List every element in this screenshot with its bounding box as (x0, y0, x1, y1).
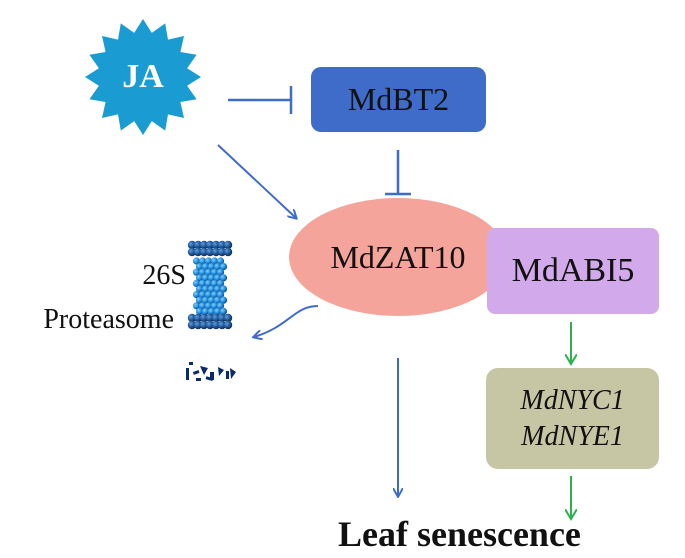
mdbt2-node: MdBT2 (311, 67, 486, 132)
proteasome-subunit (207, 274, 216, 282)
proteasome-subunit (205, 313, 215, 323)
proteasome-subunit (216, 257, 225, 265)
proteasome-subunit (199, 240, 209, 250)
proteasome-subunit (223, 240, 233, 250)
proteasome-subunit (193, 240, 203, 250)
proteasome-subunit (207, 307, 216, 315)
proteasome-subunit (201, 307, 210, 315)
mdbt2-label: MdBT2 (347, 81, 450, 117)
proteasome-label-line2: Proteasome (43, 304, 174, 335)
proteasome-subunit (192, 279, 201, 287)
proteasome-subunit (210, 257, 219, 265)
proteasome-subunit (193, 247, 203, 257)
proteasome-subunit (201, 274, 210, 282)
mdabi5-node: MdABI5 (487, 228, 659, 314)
proteasome-subunit (213, 274, 222, 282)
proteasome-subunit (223, 313, 233, 323)
proteasome-subunit (201, 263, 210, 271)
proteasome-subunit (205, 247, 215, 257)
proteasome-subunit (210, 268, 219, 276)
proteasome-subunit (210, 291, 219, 299)
proteasome-subunit (219, 274, 228, 282)
proteasome-subunit (195, 307, 204, 315)
proteasome-subunit (199, 247, 209, 257)
mdnyc1-label: MdNYC1 (520, 384, 625, 416)
mdzat10-to-proteasome-arrow (254, 305, 319, 337)
proteasome-subunit (195, 285, 204, 293)
proteasome-subunit (192, 291, 201, 299)
proteasome-subunit (207, 296, 216, 304)
proteasome-subunit (201, 296, 210, 304)
proteasome-subunit (199, 313, 209, 323)
proteasome-subunit (198, 291, 207, 299)
proteasome-subunit (187, 247, 197, 257)
proteasome-subunit (195, 296, 204, 304)
proteasome-subunit (211, 247, 221, 257)
ja-to-mdzat10-arrow (217, 144, 296, 218)
proteasome-subunit (193, 313, 203, 323)
proteasome-subunit (193, 320, 203, 330)
proteasome-subunit (216, 291, 225, 299)
proteasome-subunit (204, 291, 213, 299)
proteasome-subunit (217, 320, 227, 330)
proteasome-subunit (198, 257, 207, 265)
proteasome-subunit (198, 302, 207, 310)
proteasome-subunit (217, 240, 227, 250)
proteasome-subunit (192, 302, 201, 310)
proteasome-subunit (198, 279, 207, 287)
mdnye1-label: MdNYE1 (521, 420, 624, 452)
proteasome-subunit (216, 279, 225, 287)
proteasome-subunit (207, 263, 216, 271)
proteasome-subunit (216, 268, 225, 276)
proteasome-subunit (211, 313, 221, 323)
mdzat10-node: MdZAT10 (289, 198, 507, 316)
proteasome-subunit (205, 240, 215, 250)
proteasome-subunit (213, 285, 222, 293)
ja-label: JA (122, 58, 164, 95)
proteasome-subunit (211, 240, 221, 250)
proteasome-subunit (204, 268, 213, 276)
proteasome-subunit (205, 320, 215, 330)
proteasome-subunit (195, 263, 204, 271)
proteasome-subunit (219, 285, 228, 293)
proteasome-subunit (198, 268, 207, 276)
proteasome-subunit (192, 257, 201, 265)
proteasome-subunit (217, 313, 227, 323)
proteasome-subunit (187, 313, 197, 323)
proteasome-subunit (187, 320, 197, 330)
proteasome-subunit (219, 263, 228, 271)
proteasome-subunit (213, 307, 222, 315)
proteasome-subunit (219, 296, 228, 304)
proteasome-subunit (223, 247, 233, 257)
proteasome-subunit (211, 320, 221, 330)
proteasome-subunit (187, 240, 197, 250)
proteasome-subunit (213, 263, 222, 271)
leaf-senescence-label: Leaf senescence (338, 514, 581, 554)
proteasome-subunit (219, 307, 228, 315)
proteasome-subunit (195, 274, 204, 282)
proteasome-subunit (210, 302, 219, 310)
proteasome-subunit (192, 268, 201, 276)
degraded-fragments-icon (186, 362, 236, 381)
proteasome-barrel-icon (187, 240, 233, 330)
proteasome-subunit (210, 279, 219, 287)
mdabi5-label: MdABI5 (511, 252, 635, 289)
proteasome-subunit (207, 285, 216, 293)
ja-starburst-icon (85, 19, 201, 135)
proteasome-label-line1: 26S (142, 260, 186, 291)
proteasome-subunit (204, 279, 213, 287)
proteasome-subunit (223, 320, 233, 330)
proteasome-subunit (201, 285, 210, 293)
proteasome-subunit (204, 257, 213, 265)
targets-node: MdNYC1 MdNYE1 (486, 368, 659, 469)
mdzat10-label: MdZAT10 (330, 238, 466, 275)
proteasome-subunit (199, 320, 209, 330)
proteasome-subunit (204, 302, 213, 310)
proteasome-subunit (216, 302, 225, 310)
proteasome-subunit (217, 247, 227, 257)
proteasome-subunit (213, 296, 222, 304)
